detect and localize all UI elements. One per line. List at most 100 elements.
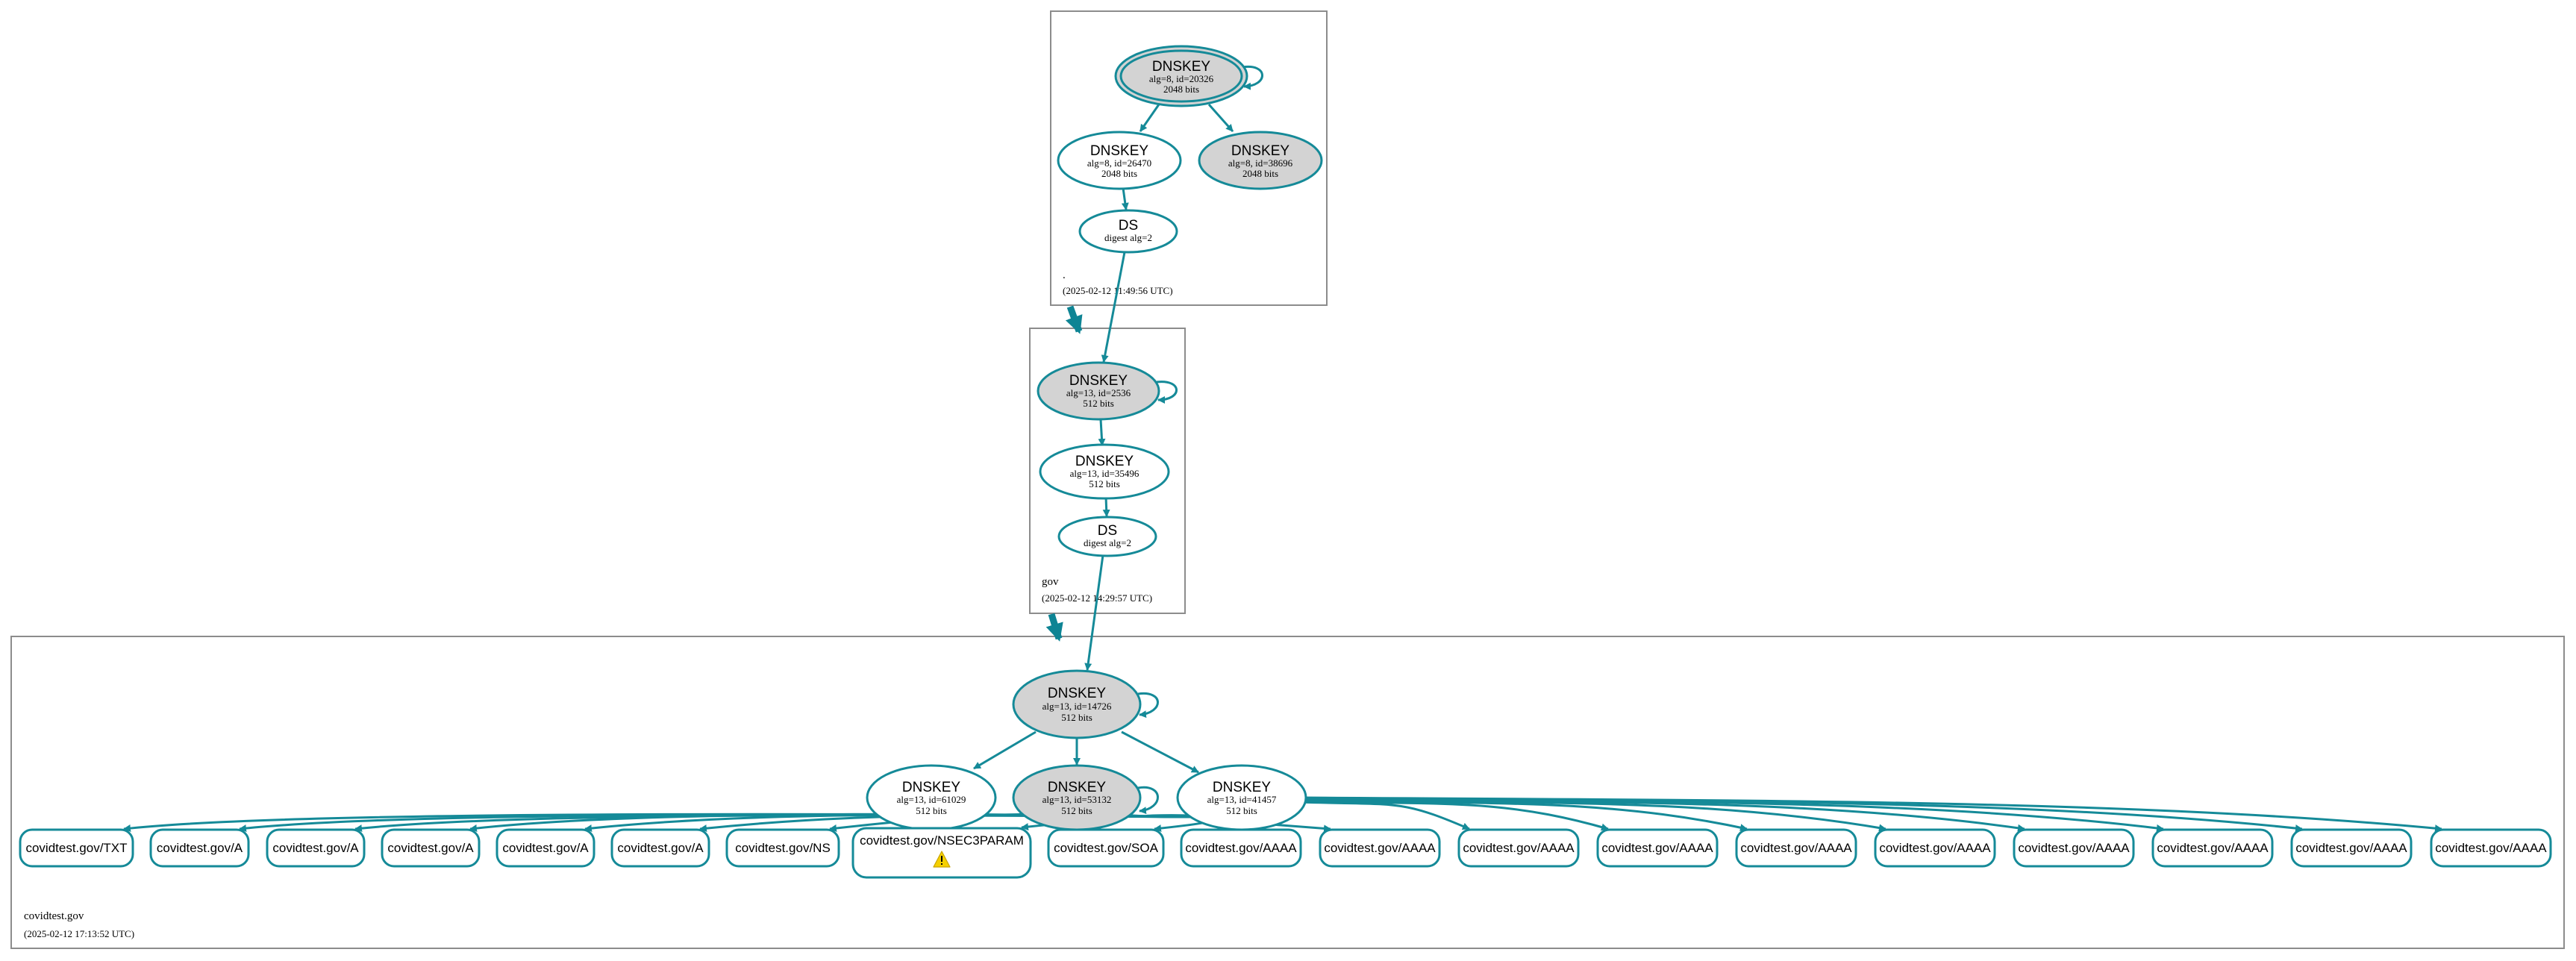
rrset-label: covidtest.gov/A (157, 841, 243, 855)
edge-root-zsk-ds (1121, 187, 1129, 210)
rrset-label: covidtest.gov/A (387, 841, 474, 855)
edges (973, 65, 1263, 815)
rrset-box (2290, 828, 2413, 868)
node-bits: 2048 bits (1242, 168, 1278, 179)
rrset-label: covidtest.gov/A (617, 841, 704, 855)
rrset-label: covidtest.gov/NSEC3PARAM (860, 833, 1024, 848)
rrset-box (1735, 828, 1857, 868)
rrset-box (2430, 828, 2552, 868)
node-ellipse (1198, 131, 1323, 190)
node-ct-zsk[interactable]: DNSKEY alg=13, id=41457 512 bits (1176, 764, 1307, 831)
self-loop-root-ksk (1242, 65, 1263, 90)
rrset-node[interactable]: covidtest.gov/SOA (1047, 828, 1165, 868)
node-type: DNSKEY (1213, 780, 1271, 795)
node-ellipse (1037, 361, 1160, 421)
node-root-ds[interactable]: DS digest alg=2 (1078, 209, 1178, 254)
edge-ct-ksk-41457 (1121, 730, 1199, 774)
rrset-label: covidtest.gov/AAAA (1324, 841, 1436, 855)
node-ct-61029[interactable]: DNSKEY alg=13, id=61029 512 bits (866, 764, 997, 831)
rrset-box (381, 828, 481, 868)
node-gov-ds[interactable]: DS digest alg=2 (1057, 516, 1157, 557)
rrset-box (610, 828, 710, 868)
node-bits: 2048 bits (1101, 168, 1137, 179)
rrset-node[interactable]: covidtest.gov/A (381, 828, 481, 868)
edge-zsk-to-rrset (1301, 796, 2442, 833)
rrset-label: covidtest.gov/TXT (25, 841, 127, 855)
self-loop-gov-ksk (1156, 381, 1178, 404)
node-ellipse (1057, 131, 1182, 190)
rrset-label: covidtest.gov/AAAA (2018, 841, 2130, 855)
self-loop-ct-ksk (1137, 692, 1159, 719)
node-detail: alg=13, id=61029 (897, 794, 966, 805)
edge-gov-ds-ct-ksk (1084, 554, 1104, 671)
rrset-label: covidtest.gov/AAAA (1185, 841, 1297, 855)
rrset-box (19, 828, 134, 868)
node-ct-ksk[interactable]: DNSKEY alg=13, id=14726 512 bits (1012, 669, 1142, 739)
node-bits: 512 bits (1089, 478, 1120, 489)
rrset-node[interactable]: covidtest.gov/AAAA (1874, 828, 1996, 868)
zone-gov-name: gov (1042, 576, 1059, 588)
rrset-node[interactable]: covidtest.gov/AAAA (1319, 828, 1441, 868)
rrset-row: covidtest.gov/TXT covidtest.gov/A covidt… (19, 827, 2552, 879)
edge-ct-ksk-61029 (973, 730, 1037, 770)
edge-gov-ksk-zsk (1098, 419, 1106, 446)
rrset-node[interactable]: covidtest.gov/A (495, 828, 595, 868)
node-detail: digest alg=2 (1104, 232, 1152, 243)
node-bits: 512 bits (1226, 805, 1257, 816)
edge-root-ksk-zsk (1139, 104, 1160, 132)
rrset-node[interactable]: covidtest.gov/AAAA (1596, 828, 1719, 868)
node-root-zsk[interactable]: DNSKEY alg=8, id=26470 2048 bits (1057, 131, 1182, 190)
node-ct-53132[interactable]: DNSKEY alg=13, id=53132 512 bits (1012, 764, 1142, 831)
edge-root-ds-gov-ksk (1101, 251, 1126, 363)
rrset-box (2013, 828, 2135, 868)
rrset-node[interactable]: covidtest.gov/AAAA (2430, 828, 2552, 868)
rrset-node[interactable]: covidtest.gov/AAAA (2013, 828, 2135, 868)
node-type: DNSKEY (1075, 454, 1134, 469)
node-detail: alg=13, id=2536 (1066, 387, 1131, 398)
node-gov-ksk[interactable]: DNSKEY alg=13, id=2536 512 bits (1037, 361, 1160, 421)
node-type: DNSKEY (1048, 686, 1106, 701)
rrset-node[interactable]: covidtest.gov/AAAA (1457, 828, 1580, 868)
node-bits: 2048 bits (1163, 84, 1199, 95)
rrset-node[interactable]: covidtest.gov/AAAA (1180, 828, 1302, 868)
node-bits: 512 bits (1061, 712, 1092, 723)
rrset-box (495, 828, 595, 868)
rrset-label: covidtest.gov/A (272, 841, 359, 855)
rrset-node[interactable]: covidtest.gov/NS (725, 828, 840, 868)
rrset-node-nsec3param[interactable]: covidtest.gov/NSEC3PARAM (851, 827, 1032, 879)
node-detail: alg=8, id=38696 (1228, 157, 1293, 169)
edge-gov-zsk-ds (1102, 496, 1110, 517)
node-gov-zsk[interactable]: DNSKEY alg=13, id=35496 512 bits (1039, 443, 1170, 500)
rrset-label: covidtest.gov/AAAA (2295, 841, 2407, 855)
delegation-arrow-gov-covidtest (1045, 613, 1063, 642)
rrset-box (1180, 828, 1302, 868)
node-root-k3[interactable]: DNSKEY alg=8, id=38696 2048 bits (1198, 131, 1323, 190)
node-type: DNSKEY (1069, 373, 1128, 389)
edge-root-ksk-k3 (1207, 104, 1234, 132)
rrset-box (2151, 828, 2274, 868)
node-type: DS (1119, 218, 1138, 234)
node-detail: alg=13, id=41457 (1207, 794, 1277, 805)
node-root-ksk[interactable]: DNSKEY alg=8, id=20326 2048 bits (1114, 45, 1248, 107)
rrset-node[interactable]: covidtest.gov/AAAA (1735, 828, 1857, 868)
rrset-box (1596, 828, 1719, 868)
rrset-label: covidtest.gov/AAAA (1463, 841, 1575, 855)
node-bits: 512 bits (1061, 805, 1092, 816)
rrset-node[interactable]: covidtest.gov/AAAA (2151, 828, 2274, 868)
node-detail: alg=13, id=14726 (1042, 701, 1112, 712)
node-type: DNSKEY (1231, 143, 1289, 159)
rrset-label: covidtest.gov/NS (735, 841, 831, 855)
rrset-node[interactable]: covidtest.gov/A (610, 828, 710, 868)
delegation-arrow-root-gov (1065, 305, 1083, 334)
rrset-box (1457, 828, 1580, 868)
rrset-node[interactable]: covidtest.gov/A (266, 828, 366, 868)
rrset-node[interactable]: covidtest.gov/AAAA (2290, 828, 2413, 868)
node-type: DS (1098, 523, 1117, 539)
node-bits: 512 bits (916, 805, 947, 816)
warning-triangle-icon (933, 851, 951, 868)
rrset-node[interactable]: covidtest.gov/A (149, 828, 250, 868)
node-ellipse (1039, 443, 1170, 500)
rrset-node[interactable]: covidtest.gov/TXT (19, 828, 134, 868)
rrset-box (1874, 828, 1996, 868)
node-bits: 512 bits (1083, 398, 1114, 409)
